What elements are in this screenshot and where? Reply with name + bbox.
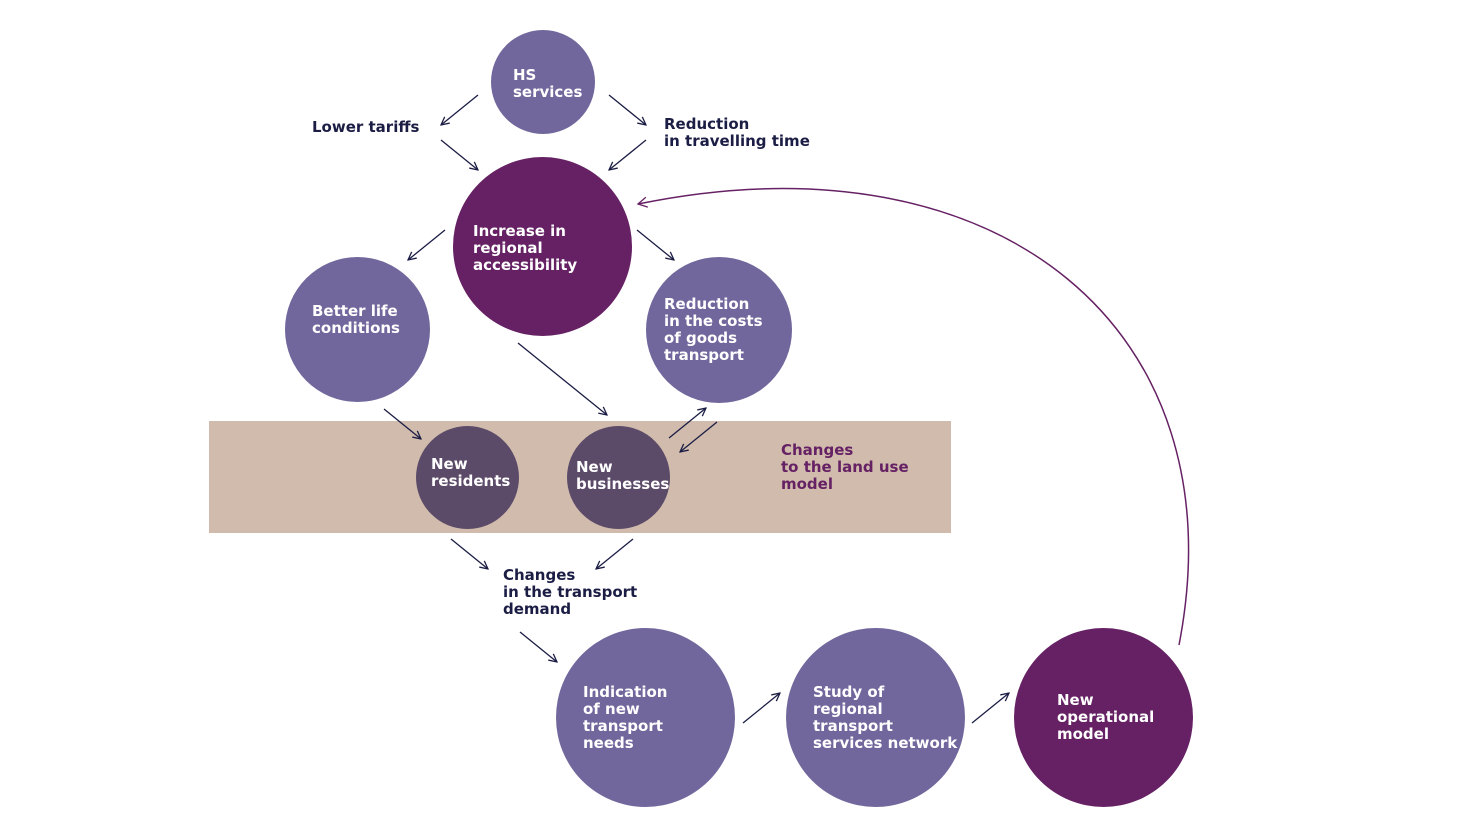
node-new-businesses-label: New businesses [576, 458, 670, 493]
arrow-hs-to-lower-tariffs [441, 94, 479, 125]
arrow-residents-to-demand [450, 538, 488, 569]
node-reduction-costs-label: Reduction in the costs of goods transpor… [664, 295, 763, 364]
node-new-operational-model-label: New operational model [1057, 691, 1155, 743]
arrow-hs-to-reduction-time [608, 94, 646, 125]
node-increase-accessibility-label: Increase in regional accessibility [473, 222, 578, 274]
arrow-businesses-to-demand [596, 538, 634, 569]
arrow-accessibility-to-reduction-costs [636, 229, 674, 260]
node-better-life-label: Better life conditions [312, 302, 400, 337]
node-indication-needs: Indication of new transport needs [556, 628, 735, 807]
node-indication-needs-label: Indication of new transport needs [583, 683, 668, 752]
arrow-reduction-time-to-accessibility [609, 139, 647, 170]
arrow-demand-to-indication [519, 631, 557, 662]
label-changes-transport-demand: Changes in the transport demand [503, 566, 638, 618]
arrow-accessibility-to-new-businesses [517, 342, 607, 415]
arrow-study-to-new-model [971, 693, 1009, 724]
node-increase-accessibility: Increase in regional accessibility [453, 157, 632, 336]
node-new-residents-label: New residents [431, 455, 511, 490]
arrow-indication-to-study [742, 693, 780, 724]
label-changes-land-use: Changes to the land use model [781, 441, 909, 493]
node-better-life: Better life conditions [285, 257, 430, 402]
arrow-businesses-to-reduction-costs [668, 408, 706, 439]
arrow-feedback-loop [636, 188, 1190, 646]
node-study-network: Study of regional transport services net… [786, 628, 965, 807]
node-hs-services: HS services [491, 30, 595, 134]
node-hs-services-label: HS services [513, 66, 583, 101]
arrow-accessibility-to-better-life [408, 229, 446, 260]
label-reduction-travelling-time: Reduction in travelling time [664, 115, 810, 150]
arrow-reduction-costs-to-businesses [680, 421, 718, 452]
node-new-residents: New residents [416, 426, 519, 529]
arrow-better-life-to-new-residents [383, 408, 421, 439]
label-lower-tariffs: Lower tariffs [312, 118, 420, 136]
node-new-businesses: New businesses [567, 426, 670, 529]
node-reduction-costs: Reduction in the costs of goods transpor… [646, 257, 792, 403]
arrow-lower-tariffs-to-accessibility [440, 139, 478, 170]
node-new-operational-model: New operational model [1014, 628, 1193, 807]
node-study-network-label: Study of regional transport services net… [813, 683, 958, 752]
